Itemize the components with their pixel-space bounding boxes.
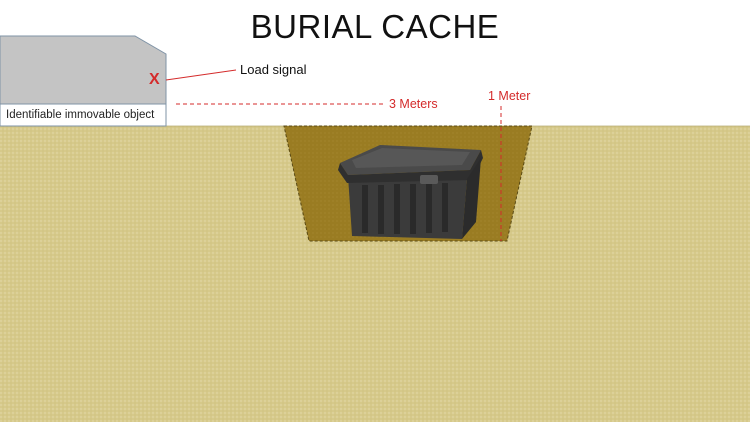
- distance-label: 3 Meters: [389, 97, 438, 111]
- load-signal-label: Load signal: [240, 62, 307, 77]
- object-label-box: [0, 103, 167, 127]
- immovable-object-label: Identifiable immovable object: [6, 109, 155, 121]
- signal-leader-line: [165, 69, 237, 81]
- location-marker: X: [149, 71, 160, 88]
- diagram-title: BURIAL CACHE: [250, 8, 500, 45]
- depth-label: 1 Meter: [488, 89, 531, 103]
- storage-box-icon: [338, 145, 483, 239]
